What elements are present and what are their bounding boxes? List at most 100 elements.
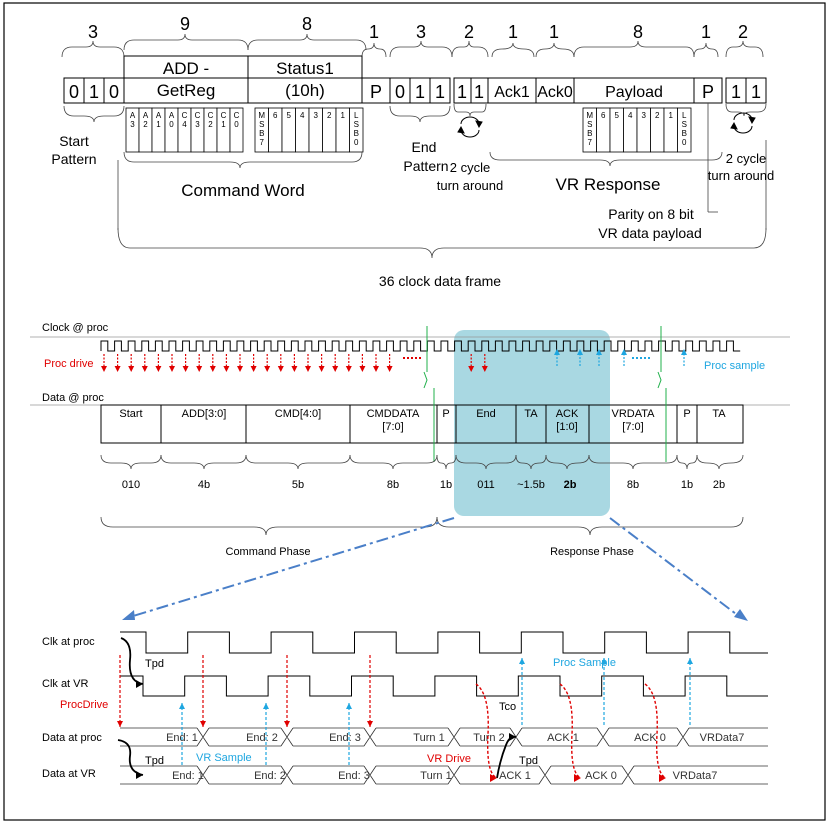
drive-arrowhead <box>114 366 121 372</box>
diagram-border <box>3 2 826 821</box>
parity-box: P <box>370 82 382 102</box>
data-at-proc-timing-label: Data at proc <box>42 732 102 744</box>
turnaround-icon-2 <box>730 112 756 134</box>
response-phase-label: Response Phase <box>550 546 634 558</box>
proc-bus-segment: VRData7 <box>700 732 745 744</box>
status-bit-label: M <box>258 111 265 120</box>
width-cmddata: 8b <box>387 479 399 491</box>
data-at-vr-bus <box>120 765 768 785</box>
clk-at-vr-waveform <box>120 675 768 697</box>
width-ta: ~1.5b <box>517 479 545 491</box>
field-cmddata-1: CMDDATA <box>367 408 420 420</box>
frame-length-label: 36 clock data frame <box>379 273 501 289</box>
add-bit-label: 0 <box>234 120 239 129</box>
drive-arrowhead <box>481 366 488 372</box>
add-bit-label: A <box>169 111 175 120</box>
green-markers <box>423 326 667 462</box>
add-bit-label: C <box>208 111 214 120</box>
turn-bit-1: 1 <box>474 82 484 102</box>
vr-drive-arrowhead <box>490 774 497 782</box>
zoom-arrowhead-left <box>122 610 135 620</box>
tpd-arrowhead-2 <box>136 771 143 779</box>
add-bit-label: 2 <box>208 120 213 129</box>
status-bit-label: 0 <box>354 138 359 147</box>
status-bit-label: S <box>259 120 264 129</box>
end-bit-2: 1 <box>435 82 445 102</box>
width-add: 4b <box>198 479 210 491</box>
add-bit-label: 1 <box>156 120 161 129</box>
bit-count-turn2: 2 <box>738 22 748 42</box>
width-cmd: 5b <box>292 479 304 491</box>
connector-lines <box>117 103 767 230</box>
vr-drive-arrowhead <box>659 774 666 782</box>
turnaround-label-2: turn around <box>437 178 504 193</box>
field-vrdata-1: VRDATA <box>612 408 656 420</box>
field-cmddata-2: [7:0] <box>382 421 403 433</box>
tpd-label-2: Tpd <box>145 755 164 767</box>
bit-count-ack1: 1 <box>508 22 518 42</box>
proc-drive-timing-label: ProcDrive <box>60 699 108 711</box>
sample-arrowhead <box>596 349 602 355</box>
vr-drive-label: VR Drive <box>427 753 471 765</box>
proc-bus-segment: ACK 0 <box>634 732 666 744</box>
bit-count-add: 9 <box>180 14 190 34</box>
payload-bit-label: 6 <box>601 111 606 120</box>
field-ack-1: ACK <box>556 408 579 420</box>
payload-bit-label: 4 <box>628 111 633 120</box>
clock-waveform <box>100 340 741 352</box>
bottom-braces <box>63 103 767 259</box>
timing-section: Clk at proc Clk at VR Data at proc Data … <box>42 631 768 785</box>
add-bit-label: 0 <box>169 120 174 129</box>
vr-drive-arrow <box>644 683 667 779</box>
proc-sample-timing-label: Proc Sample <box>553 657 616 669</box>
turnaround2-label-1: 2 cycle <box>726 151 766 166</box>
ack1-box: Ack1 <box>494 84 530 101</box>
status-title-line1: Status1 <box>276 59 334 78</box>
vr-drive-arrow <box>475 683 498 779</box>
proc-drive-arrowhead <box>367 721 373 727</box>
add-bit-label: 4 <box>182 120 187 129</box>
drive-arrowhead <box>318 366 325 372</box>
data-at-proc-bus <box>120 727 768 747</box>
tpd-arrow-2 <box>117 739 144 776</box>
ack0-box: Ack0 <box>537 84 573 101</box>
clk-at-vr-label: Clk at VR <box>42 678 89 690</box>
end-bit-0: 0 <box>395 82 405 102</box>
width-p: 1b <box>440 479 452 491</box>
start-pattern-label-2: Pattern <box>51 151 96 167</box>
payload-bit-label: 2 <box>655 111 660 120</box>
bit-count-start: 3 <box>88 22 98 42</box>
tpd-arrowhead <box>136 680 143 688</box>
clk-at-proc-label: Clk at proc <box>42 636 95 648</box>
bit-count-parity2: 1 <box>701 22 711 42</box>
turnaround-label-1: 2 cycle <box>450 160 490 175</box>
proc-drive-arrowhead <box>200 721 206 727</box>
vr-bus-segment: ACK 1 <box>499 770 531 782</box>
timing-arrows <box>117 637 693 782</box>
width-end: 011 <box>477 479 495 491</box>
vr-bus-segment: Turn 1 <box>420 770 451 782</box>
drive-sample-arrows <box>101 349 687 372</box>
drive-arrowhead <box>250 366 257 372</box>
width-ta2: 2b <box>713 479 725 491</box>
drive-arrowhead <box>182 366 189 372</box>
drive-arrowhead <box>386 366 393 372</box>
sample-arrowhead <box>621 349 627 355</box>
drive-arrowhead <box>373 366 379 372</box>
drive-arrowhead <box>101 366 107 372</box>
turnaround2-label-2: turn around <box>708 168 775 183</box>
status-bit-label: B <box>354 129 359 138</box>
proc-drive-arrowhead <box>284 721 290 727</box>
bit-count-parity: 1 <box>369 22 379 42</box>
start-pattern-label-1: Start <box>59 133 89 149</box>
field-ta: TA <box>524 408 538 420</box>
vr-sample-arrowhead <box>346 703 352 709</box>
end-turn-bit-0: 1 <box>731 82 741 102</box>
start-bit-0: 0 <box>69 82 79 102</box>
add-bit-label: 2 <box>143 120 148 129</box>
vr-bus-segment: End: 1 <box>172 770 204 782</box>
data-at-vr-label: Data at VR <box>42 768 96 780</box>
zoom-lines <box>129 517 741 618</box>
status-bit-label: 5 <box>287 111 292 120</box>
